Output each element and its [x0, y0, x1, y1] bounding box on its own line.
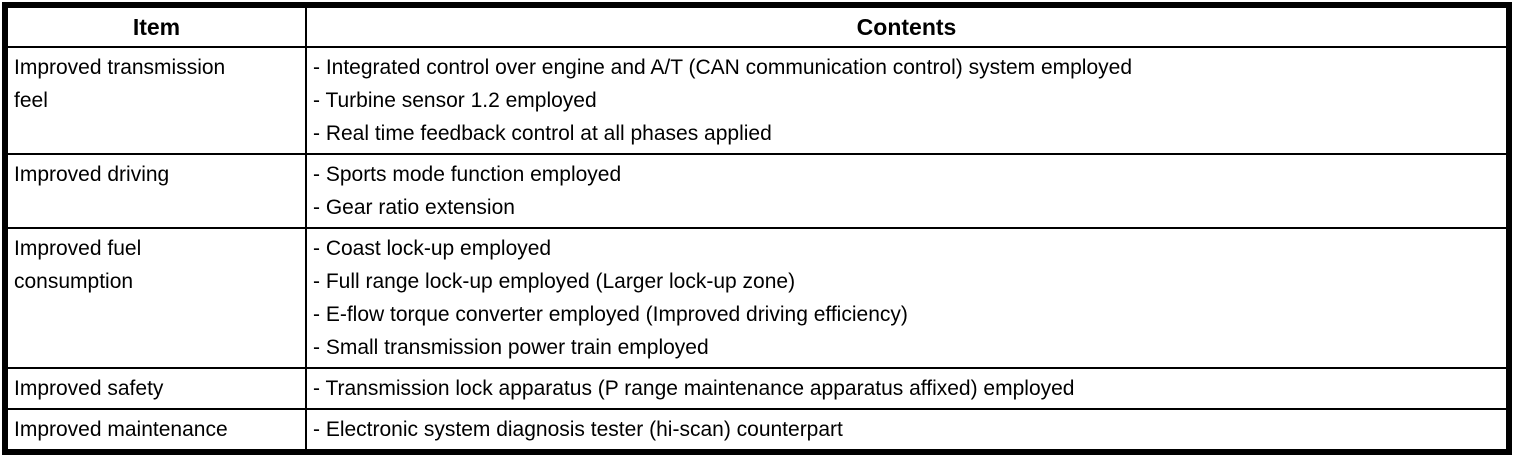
content-line: - Full range lock-up employed (Larger lo… — [313, 270, 796, 293]
content-line: - Gear ratio extension — [313, 196, 515, 219]
item-cell: Improved safety — [6, 367, 307, 410]
contents-cell: - Coast lock-up employed - Full range lo… — [305, 227, 1508, 369]
header-item: Item — [6, 6, 307, 48]
content-line: - E-flow torque converter employed (Impr… — [313, 303, 908, 326]
table-row: Improved fuel consumption - Coast lock-u… — [6, 227, 1508, 369]
item-label: Improved transmission feel — [14, 56, 226, 112]
content-line: - Coast lock-up employed — [313, 237, 552, 260]
item-label: Improved fuel consumption — [14, 237, 142, 293]
header-row: Item Contents — [6, 6, 1508, 48]
item-cell: Improved maintenance — [6, 408, 307, 451]
item-label: Improved maintenance — [14, 418, 228, 441]
contents-cell: - Transmission lock apparatus (P range m… — [305, 367, 1508, 410]
content-line: - Transmission lock apparatus (P range m… — [313, 377, 1075, 400]
table-row: Improved driving - Sports mode function … — [6, 153, 1508, 229]
item-cell: Improved fuel consumption — [6, 227, 307, 369]
content-line: - Turbine sensor 1.2 employed — [313, 89, 597, 112]
content-line: - Integrated control over engine and A/T… — [313, 56, 1132, 79]
content-line: - Small transmission power train employe… — [313, 336, 709, 359]
header-contents: Contents — [305, 6, 1508, 48]
contents-cell: - Electronic system diagnosis tester (hi… — [305, 408, 1508, 451]
item-label: Improved safety — [14, 377, 164, 400]
table-row: Improved safety - Transmission lock appa… — [6, 367, 1508, 410]
item-label: Improved driving — [14, 163, 170, 186]
contents-cell: - Sports mode function employed - Gear r… — [305, 153, 1508, 229]
transmission-features-table: Item Contents Improved transmission feel… — [6, 6, 1508, 451]
item-cell: Improved transmission feel — [6, 46, 307, 155]
content-line: - Real time feedback control at all phas… — [313, 122, 772, 145]
table-row: Improved maintenance - Electronic system… — [6, 408, 1508, 451]
content-line: - Sports mode function employed — [313, 163, 622, 186]
content-line: - Electronic system diagnosis tester (hi… — [313, 418, 843, 441]
contents-cell: - Integrated control over engine and A/T… — [305, 46, 1508, 155]
item-cell: Improved driving — [6, 153, 307, 229]
table-row: Improved transmission feel - Integrated … — [6, 46, 1508, 155]
